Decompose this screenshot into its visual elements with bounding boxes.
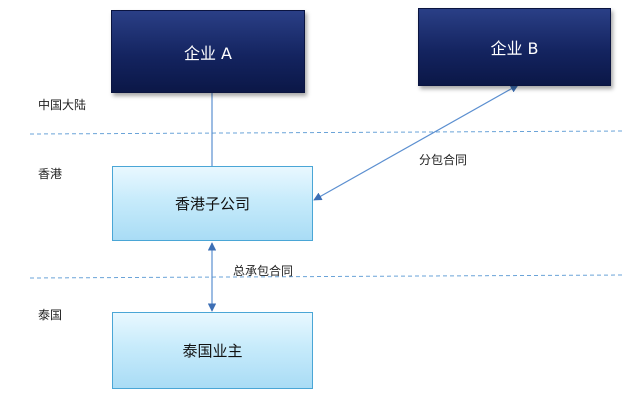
enterprise-b-box: 企业 B <box>418 8 611 86</box>
edge-label-general-contract: 总承包合同 <box>233 264 294 278</box>
divider-mainland-hongkong <box>29 130 626 135</box>
connector-b-to-hk <box>313 84 519 201</box>
region-label-mainland: 中国大陆 <box>38 98 87 112</box>
enterprise-a-box: 企业 A <box>111 10 305 93</box>
edge-label-subcontract: 分包合同 <box>419 153 468 167</box>
thai-owner-label: 泰国业主 <box>182 342 243 360</box>
enterprise-b-label: 企业 B <box>490 39 539 58</box>
hk-subsidiary-box: 香港子公司 <box>112 166 313 241</box>
thai-owner-box: 泰国业主 <box>112 312 313 389</box>
enterprise-a-label: 企业 A <box>183 43 233 63</box>
divider-hongkong-thailand <box>29 274 626 279</box>
region-label-hong-kong: 香港 <box>38 167 63 181</box>
hk-subsidiary-label: 香港子公司 <box>174 195 250 213</box>
region-label-thailand: 泰国 <box>38 308 63 322</box>
